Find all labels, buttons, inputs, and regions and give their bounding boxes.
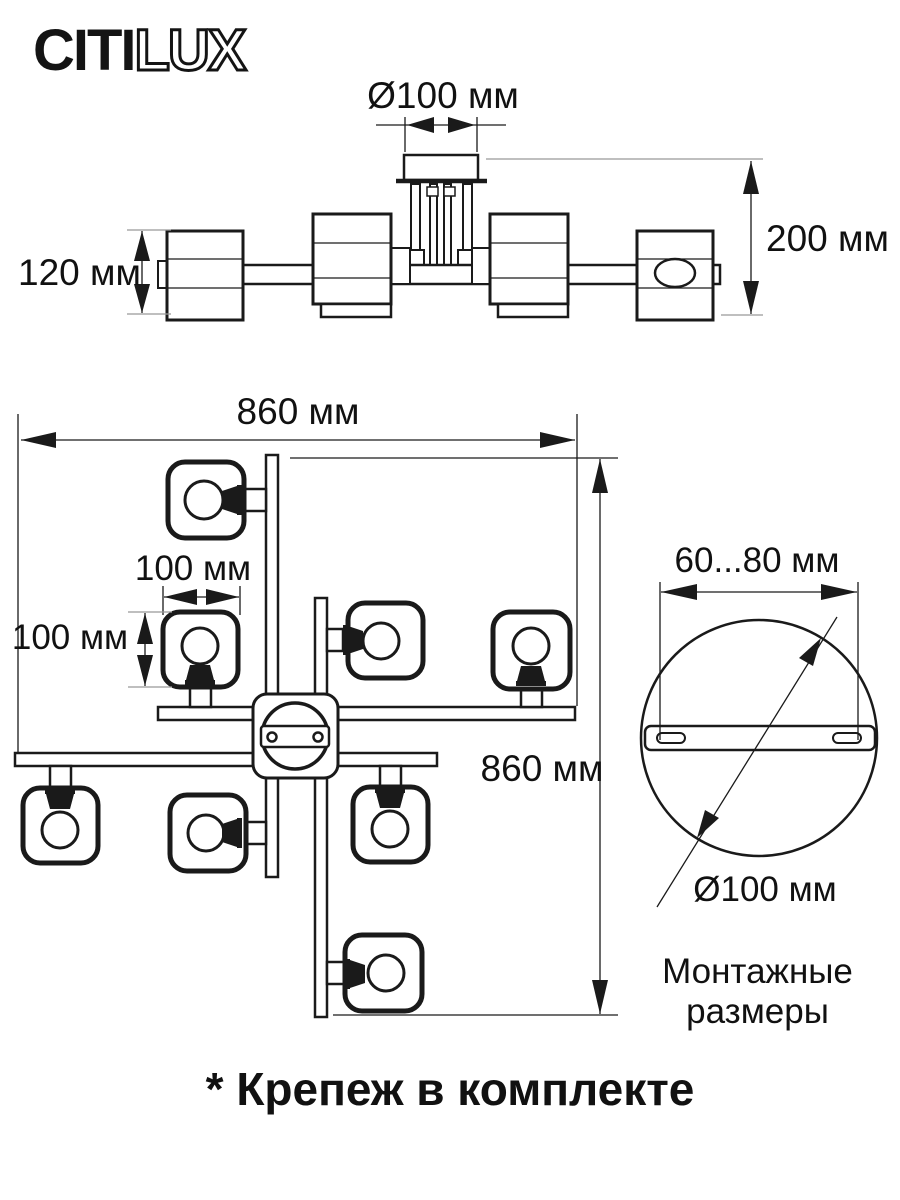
mount-slot-left [656, 732, 686, 744]
plan-arm-horizontal-lower [13, 751, 439, 768]
plan-arm-vertical-2 [313, 596, 329, 1019]
socket [376, 793, 404, 808]
bulb [361, 621, 401, 661]
plan-lamp-8 [325, 932, 425, 1014]
dim-label-slot-span: 60...80 мм [675, 541, 840, 580]
diameter-line [656, 616, 838, 908]
brand-logo: CITILUX [33, 20, 248, 81]
plan-view-drawing: 860 мм 860 мм 100 мм [12, 391, 618, 1019]
dim-label-total-height: 200 мм [766, 218, 889, 259]
bulb [183, 479, 225, 521]
socket [186, 665, 214, 680]
mounting-caption-line2: размеры [686, 992, 829, 1032]
mounting-caption-line1: Монтажные [662, 952, 853, 991]
mount-bracket [643, 724, 877, 752]
plan-lamp-7 [350, 764, 431, 865]
plan-lamp-2 [325, 600, 426, 681]
mount-slot-right [832, 732, 862, 744]
dimension-shade-depth: 100 мм [12, 611, 172, 688]
plan-lamp-5 [20, 764, 101, 866]
plan-lamp-6 [167, 792, 268, 874]
plan-lamp-1 [165, 459, 268, 541]
dim-label-total-depth: 860 мм [481, 748, 604, 789]
dimension-shade-width: 100 мм [135, 549, 251, 615]
dimension-shade-height: 120 мм [18, 229, 171, 315]
screw-hole [312, 731, 324, 743]
plan-arm-vertical-1 [264, 453, 280, 879]
bulb-end-view [653, 257, 697, 289]
plan-lamp-4 [490, 609, 573, 709]
bulb [186, 813, 226, 853]
bulb [370, 809, 410, 849]
side-view-drawing: Ø100 мм 120 мм 200 мм [18, 75, 889, 322]
dim-label-canopy-diameter: Ø100 мм [367, 75, 519, 116]
arm-connector [390, 247, 411, 285]
footnote: * Крепеж в комплекте [205, 1063, 695, 1115]
mounting-detail-drawing: 60...80 мм Ø100 мм [639, 541, 879, 909]
dimension-total-height: 200 мм [721, 161, 889, 316]
dim-label-shade-depth: 100 мм [12, 618, 128, 657]
socket [46, 794, 74, 809]
plan-lamp-3 [160, 609, 241, 709]
brand-logo-citi: CITI [33, 18, 137, 83]
central-body [251, 692, 340, 780]
dimension-canopy-diameter: Ø100 мм [367, 75, 519, 152]
bulb [180, 626, 220, 666]
side-lamp-1 [157, 229, 245, 322]
socket [517, 666, 545, 681]
plan-arm-horizontal-upper [156, 705, 577, 722]
dim-label-total-width: 860 мм [237, 391, 360, 432]
side-lamp-3 [488, 212, 570, 319]
socket [222, 819, 237, 847]
dim-label-shade-width: 100 мм [135, 549, 251, 588]
side-lamp-4 [635, 229, 715, 322]
arm-connector [471, 247, 492, 285]
dimension-total-width: 860 мм [21, 391, 575, 448]
dimension-slot-span: 60...80 мм [659, 541, 859, 740]
bulb [40, 810, 80, 850]
ceiling-canopy [402, 153, 480, 182]
brand-logo-lux: LUX [133, 18, 248, 83]
side-lamp-2 [311, 212, 393, 319]
bulb [511, 626, 551, 666]
dimension-total-depth: 860 мм [481, 459, 608, 1014]
screw-hole [266, 731, 278, 743]
socket [350, 960, 365, 988]
mounting-caption: Монтажные размеры [635, 952, 880, 1033]
socket [222, 486, 237, 514]
dim-label-shade-height: 120 мм [18, 252, 141, 293]
socket [348, 626, 363, 654]
bulb [366, 953, 406, 993]
canopy-rods [405, 183, 477, 267]
dim-label-plate-diameter: Ø100 мм [693, 870, 836, 909]
